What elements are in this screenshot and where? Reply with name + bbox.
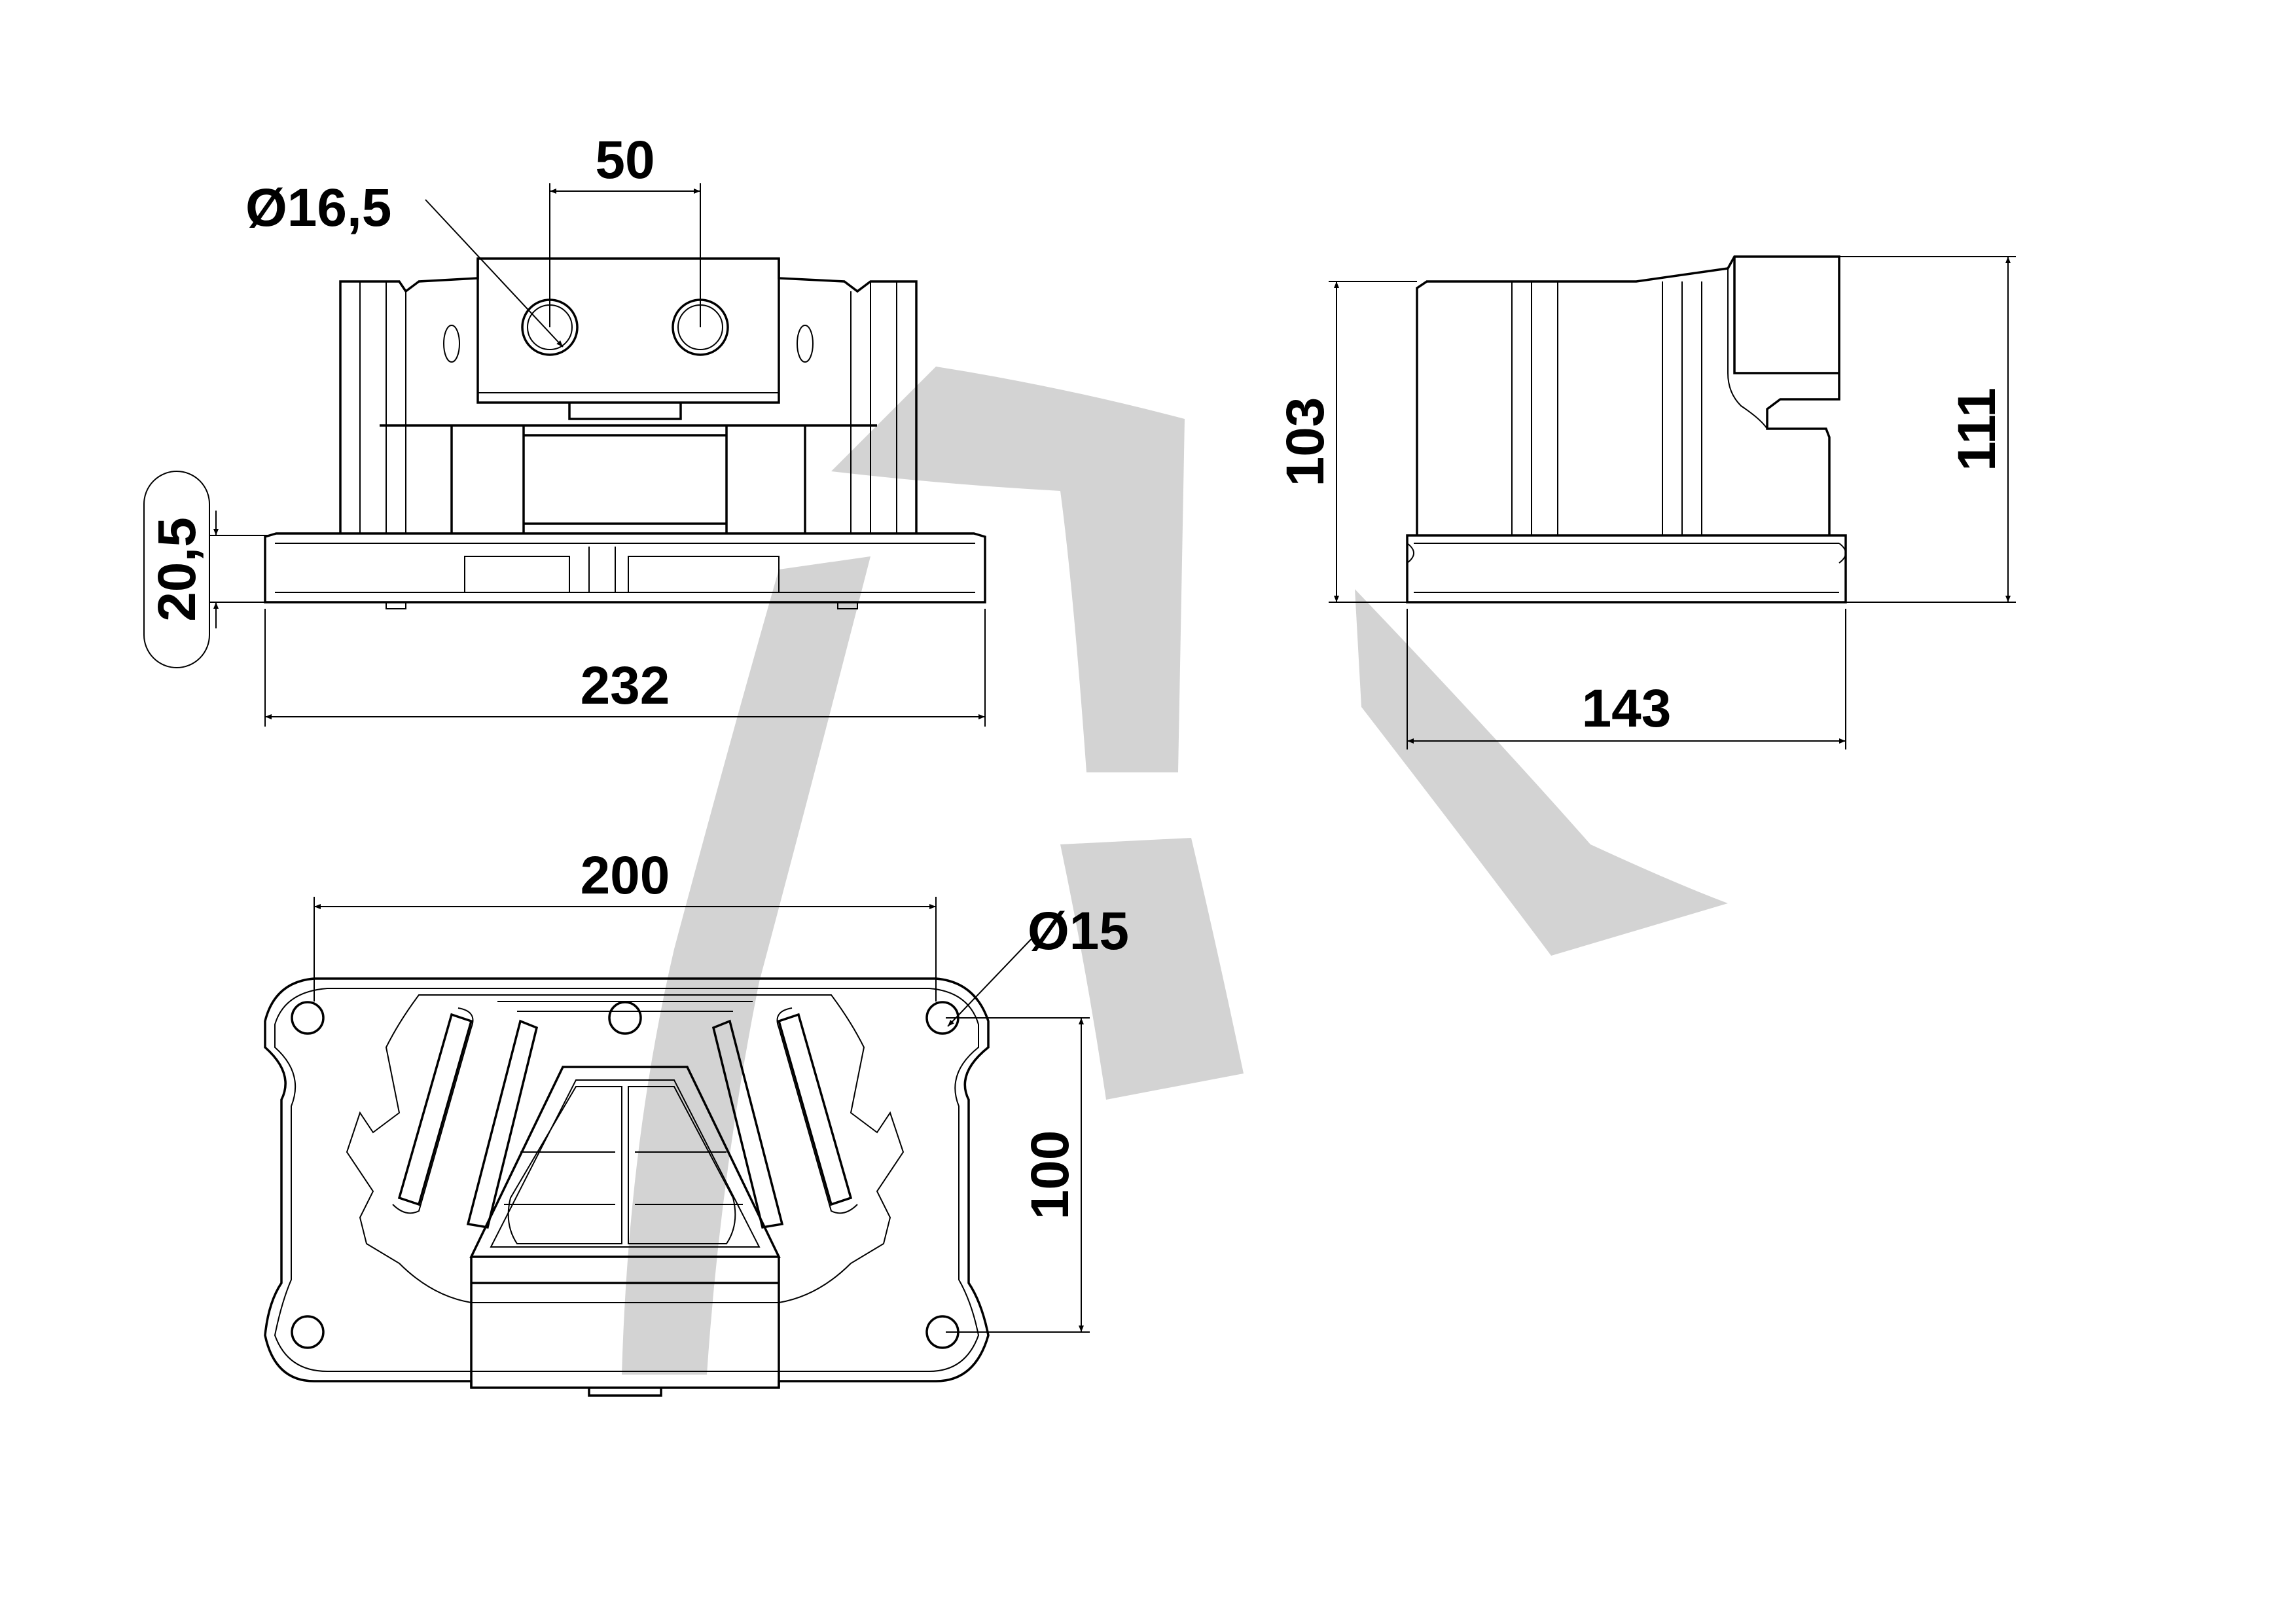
- dim-overall-depth-label: 143: [1582, 679, 1672, 738]
- dim-bolt-spacing-label: 50: [595, 130, 655, 190]
- dim-bolt-hole-diameter-label: Ø16,5: [245, 178, 391, 238]
- dim-mount-hole-diameter-label: Ø15: [1028, 901, 1129, 961]
- side-view: [1406, 255, 1847, 604]
- top-view: [264, 977, 990, 1397]
- dim-hole-pitch-x-label: 200: [581, 846, 670, 905]
- front-view: [264, 257, 986, 609]
- dimension-labels: 50 Ø16,5 20,5 232 103 111 143 200 Ø15 10…: [147, 130, 2007, 1219]
- dim-base-thickness-label: 20,5: [147, 517, 207, 622]
- dimension-lines: [143, 183, 2016, 1333]
- dim-overall-width-label: 232: [581, 656, 670, 715]
- watermark-logo: [622, 367, 1728, 1375]
- dim-side-height-label: 103: [1276, 397, 1335, 487]
- dim-overall-height-label: 111: [1947, 388, 2007, 471]
- dim-hole-pitch-y-label: 100: [1020, 1130, 1080, 1220]
